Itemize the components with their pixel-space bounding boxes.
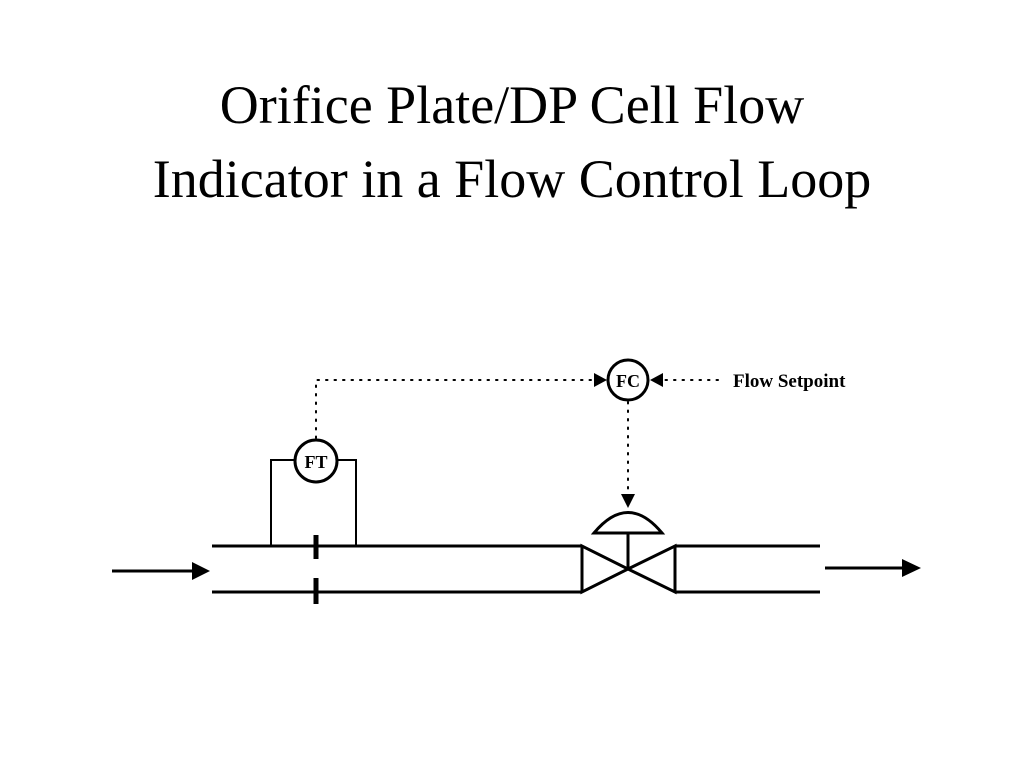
flow-controller: FC [606,358,650,402]
control-valve [580,511,677,595]
setpoint-signal-line [650,373,719,387]
title-line-1: Orifice Plate/DP Cell Flow [219,75,805,135]
signal-line-fc-to-valve [621,401,635,508]
slide-title: Orifice Plate/DP Cell Flow Indicator in … [0,68,1024,216]
title-line-2: Indicator in a Flow Control Loop [152,149,872,209]
flow-transmitter-label: FT [304,452,327,472]
dp-cell-impulse-lines [270,459,357,546]
flow-controller-label: FC [616,371,640,391]
valve-body [580,543,677,595]
pipe-upstream [212,544,582,594]
outlet-flow-arrow [825,559,921,577]
flow-setpoint-label: Flow Setpoint [733,371,846,392]
inlet-flow-arrow [112,562,210,580]
flow-transmitter: FT [293,438,339,484]
pipe-downstream [675,544,820,594]
valve-actuator [590,511,666,535]
signal-line-ft-to-fc [315,373,607,439]
